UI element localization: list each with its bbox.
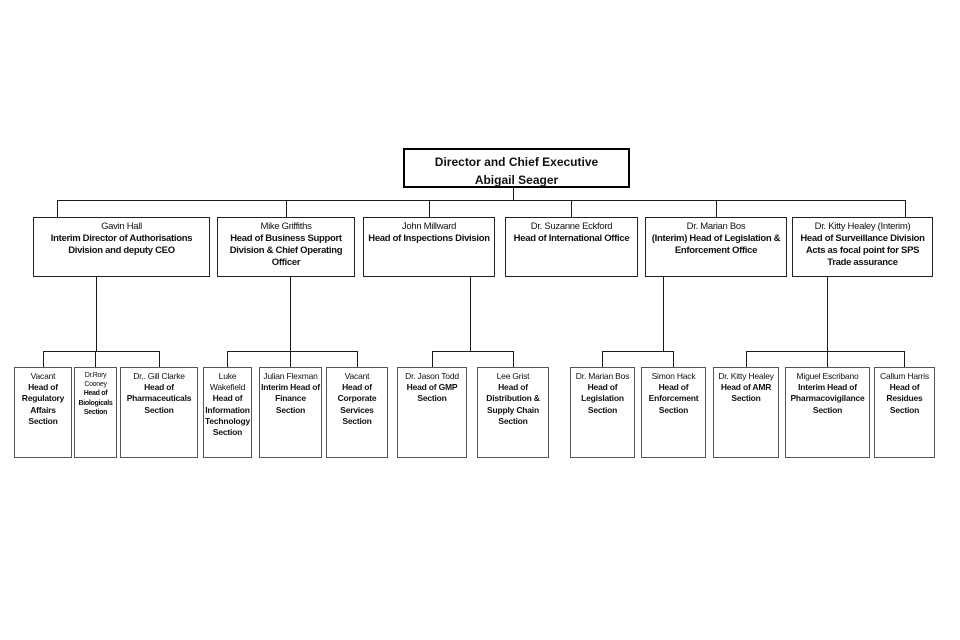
connector-line: [905, 200, 906, 217]
person-name: Abigail Seager: [474, 173, 559, 187]
person-name: Dr,. Gill Clarke: [133, 371, 185, 381]
node-gmp-section: Dr. Jason Todd Head of GMP Section: [397, 367, 467, 458]
role-title: Head of Legislation Section: [581, 382, 624, 415]
node-biologicals-section: Dr.Rory Cooney Head of Biologicals Secti…: [74, 367, 117, 458]
role-title: Head of GMP Section: [406, 382, 458, 404]
node-legislation-section: Dr. Marian Bos Head of Legislation Secti…: [570, 367, 635, 458]
connector-line: [571, 200, 572, 217]
connector-line: [227, 351, 358, 352]
person-name: John Millward: [401, 221, 457, 232]
connector-line: [159, 351, 160, 367]
node-director-chief-executive: Director and Chief Executive Abigail Sea…: [403, 148, 630, 188]
role-title: Head of Information Technology Section: [205, 393, 251, 438]
person-name: Callum Harris: [880, 371, 929, 381]
connector-line: [57, 200, 906, 201]
node-inspections-division: John Millward Head of Inspections Divisi…: [363, 217, 495, 277]
person-name: Julian Flexman: [263, 371, 318, 381]
role-title: Head of Inspections Division: [368, 232, 490, 244]
connector-line: [663, 277, 664, 351]
role-title: Head of Enforcement Section: [648, 382, 699, 415]
person-name: Dr. Marian Bos: [686, 221, 746, 232]
role-title: (Interim) Head of Legislation & Enforcem…: [651, 232, 781, 256]
role-title: Head of Corporate Services Section: [337, 382, 377, 426]
role-title: Interim Head of Finance Section: [261, 382, 320, 415]
person-name: Dr. Jason Todd: [405, 371, 459, 381]
connector-line: [432, 351, 514, 352]
person-name: Dr. Kitty Healey: [718, 371, 774, 381]
person-name: Gavin Hall: [101, 221, 142, 232]
node-regulatory-affairs-section: Vacant Head of Regulatory Affairs Sectio…: [14, 367, 72, 458]
node-finance-section: Julian Flexman Interim Head of Finance S…: [259, 367, 322, 458]
role-title: Head of Biologicals Section: [78, 390, 113, 416]
connector-line: [827, 277, 828, 351]
role-note: Acts as focal point for SPS Trade assura…: [805, 244, 920, 268]
role-title: Head of Business Support Division & Chie…: [229, 232, 343, 268]
node-amr-section: Dr. Kitty Healey Head of AMR Section: [713, 367, 779, 458]
connector-line: [513, 351, 514, 367]
connector-line: [43, 351, 44, 367]
role-title: Head of Residues Section: [886, 382, 923, 415]
role-title: Head of Distribution & Supply Chain Sect…: [486, 382, 540, 426]
role-title: Director and Chief Executive: [434, 155, 599, 169]
person-name: Luke Wakefield: [209, 371, 246, 393]
role-title: Head of Regulatory Affairs Section: [21, 382, 65, 426]
connector-line: [290, 277, 291, 351]
connector-line: [290, 351, 291, 367]
connector-line: [432, 351, 433, 367]
role-title: Interim Head of Pharmacovigilance Sectio…: [790, 382, 865, 415]
connector-line: [602, 351, 674, 352]
connector-line: [470, 277, 471, 351]
role-title: Head of AMR Section: [720, 382, 772, 404]
connector-line: [827, 351, 828, 367]
connector-line: [904, 351, 905, 367]
role-title: Interim Director of Authorisations Divis…: [50, 232, 193, 256]
node-international-office: Dr. Suzanne Eckford Head of Internationa…: [505, 217, 638, 277]
connector-line: [57, 200, 58, 217]
connector-line: [746, 351, 747, 367]
connector-line: [227, 351, 228, 367]
connector-line: [43, 351, 160, 352]
connector-line: [357, 351, 358, 367]
connector-line: [513, 188, 514, 200]
node-authorisations-division: Gavin Hall Interim Director of Authorisa…: [33, 217, 210, 277]
node-pharmacovigilance-section: Miguel Escribano Interim Head of Pharmac…: [785, 367, 870, 458]
node-distribution-supply-chain-section: Lee Grist Head of Distribution & Supply …: [477, 367, 549, 458]
connector-line: [673, 351, 674, 367]
person-name: Dr. Kitty Healey (Interim): [814, 221, 911, 232]
node-corporate-services-section: Vacant Head of Corporate Services Sectio…: [326, 367, 388, 458]
person-name: Dr.Rory Cooney: [84, 372, 107, 389]
connector-line: [286, 200, 287, 217]
connector-line: [746, 351, 905, 352]
person-name: Vacant: [30, 371, 56, 381]
node-information-technology-section: Luke Wakefield Head of Information Techn…: [203, 367, 252, 458]
role-title: Head of Pharmaceuticals Section: [126, 382, 192, 415]
role-title: Head of International Office: [513, 232, 630, 244]
node-pharmaceuticals-section: Dr,. Gill Clarke Head of Pharmaceuticals…: [120, 367, 198, 458]
node-surveillance-division: Dr. Kitty Healey (Interim) Head of Surve…: [792, 217, 933, 277]
person-name: Vacant: [344, 371, 370, 381]
person-name: Dr. Marian Bos: [575, 371, 630, 381]
connector-line: [602, 351, 603, 367]
node-residues-section: Callum Harris Head of Residues Section: [874, 367, 935, 458]
person-name: Dr. Suzanne Eckford: [530, 221, 613, 232]
connector-line: [429, 200, 430, 217]
node-enforcement-section: Simon Hack Head of Enforcement Section: [641, 367, 706, 458]
person-name: Miguel Escribano: [796, 371, 859, 381]
role-title: Head of Surveillance Division: [800, 232, 925, 244]
node-legislation-enforcement-office: Dr. Marian Bos (Interim) Head of Legisla…: [645, 217, 787, 277]
person-name: Simon Hack: [651, 371, 696, 381]
connector-line: [95, 351, 96, 367]
person-name: Lee Grist: [496, 371, 530, 381]
person-name: Mike Griffiths: [260, 221, 312, 232]
connector-line: [96, 277, 97, 351]
connector-line: [716, 200, 717, 217]
node-business-support-division: Mike Griffiths Head of Business Support …: [217, 217, 355, 277]
